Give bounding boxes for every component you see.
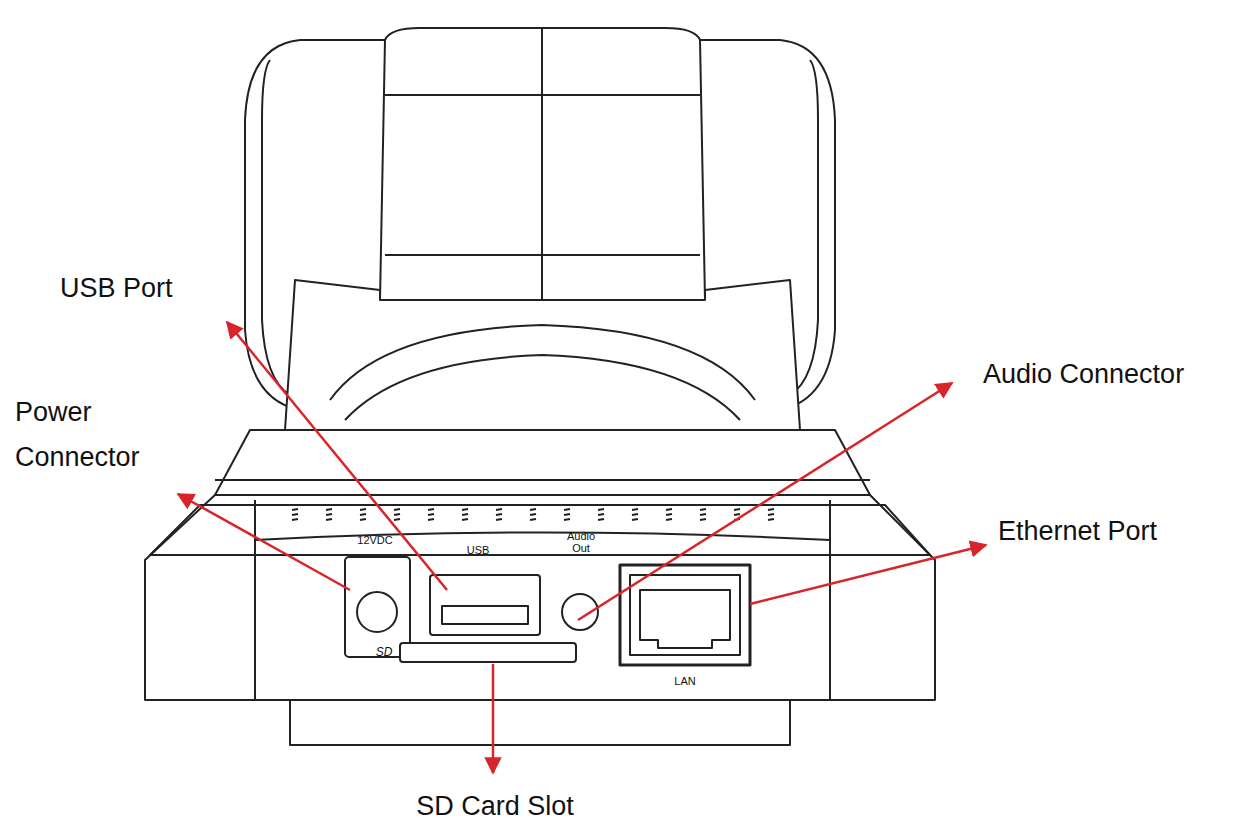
vent-stroke xyxy=(428,514,434,515)
vent-stroke xyxy=(292,519,298,520)
vent-stroke xyxy=(632,519,638,520)
vent-stroke xyxy=(530,519,536,520)
vent-stroke xyxy=(632,514,638,515)
leader-line xyxy=(492,664,495,773)
leader-line xyxy=(750,545,986,604)
vent-stroke xyxy=(598,509,604,510)
vent-stroke xyxy=(292,509,298,510)
vent-stroke xyxy=(360,519,366,520)
vent-stroke xyxy=(700,519,706,520)
port-marking: LAN xyxy=(665,675,705,688)
leader-line xyxy=(227,322,447,590)
vent-stroke xyxy=(564,509,570,510)
vent-stroke xyxy=(734,509,740,510)
leader-line xyxy=(578,383,952,620)
vent-stroke xyxy=(768,519,774,520)
vent-stroke xyxy=(326,514,332,515)
port-marking: USB xyxy=(458,544,498,557)
vent-stroke xyxy=(394,514,400,515)
vent-stroke xyxy=(496,519,502,520)
vent-stroke xyxy=(564,519,570,520)
camera-body xyxy=(145,28,935,745)
callout-label: Audio Connector xyxy=(983,358,1238,390)
callout-label: Power Connector xyxy=(15,390,185,479)
vent-stroke xyxy=(564,514,570,515)
vent-stroke xyxy=(666,509,672,510)
vent-stroke xyxy=(598,519,604,520)
port-marking: Audio Out xyxy=(562,530,600,554)
vent-stroke xyxy=(428,509,434,510)
callout-label: USB Port xyxy=(60,272,260,304)
vent-stroke xyxy=(734,514,740,515)
leader-line xyxy=(178,494,350,590)
vent-stroke xyxy=(700,514,706,515)
vent-stroke xyxy=(530,514,536,515)
vent-stroke xyxy=(428,519,434,520)
vent-stroke xyxy=(768,514,774,515)
vent-stroke xyxy=(462,514,468,515)
vent-stroke xyxy=(530,509,536,510)
vent-stroke xyxy=(360,509,366,510)
vent-stroke xyxy=(496,514,502,515)
vent-stroke xyxy=(394,519,400,520)
vent-stroke xyxy=(394,509,400,510)
port-marking: 12VDC xyxy=(345,534,405,547)
vent-stroke xyxy=(462,519,468,520)
vent-slots xyxy=(292,509,774,520)
leader-lines xyxy=(178,322,986,773)
vent-stroke xyxy=(360,514,366,515)
vent-stroke xyxy=(292,514,298,515)
vent-stroke xyxy=(666,514,672,515)
vent-stroke xyxy=(326,519,332,520)
callout-label: SD Card Slot xyxy=(395,790,595,822)
vent-stroke xyxy=(598,514,604,515)
vent-stroke xyxy=(666,519,672,520)
vent-stroke xyxy=(768,509,774,510)
vent-stroke xyxy=(700,509,706,510)
vent-stroke xyxy=(462,509,468,510)
vent-stroke xyxy=(632,509,638,510)
vent-stroke xyxy=(496,509,502,510)
callout-label: Ethernet Port xyxy=(998,515,1218,547)
port-marking: SD xyxy=(372,645,396,659)
vent-stroke xyxy=(326,509,332,510)
